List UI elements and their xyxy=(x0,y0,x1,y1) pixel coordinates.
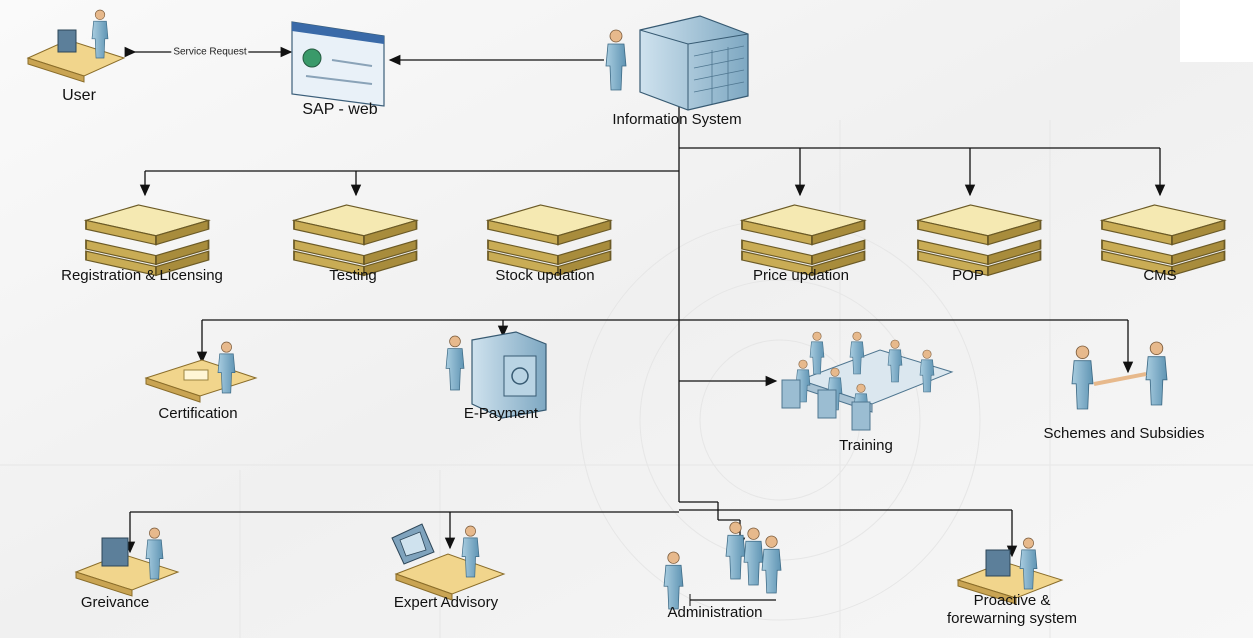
node-information-system: Information System xyxy=(612,111,742,128)
node-price-updation: Price updation xyxy=(753,267,849,284)
node-proactive-line2: forewarning system xyxy=(946,610,1078,627)
node-schemes-subsidies: Schemes and Subsidies xyxy=(1043,425,1205,442)
node-cms: CMS xyxy=(1143,267,1177,284)
node-sap-web: SAP - web xyxy=(302,101,378,118)
node-expert-advisory: Expert Advisory xyxy=(393,594,499,611)
node-user: User xyxy=(62,87,96,104)
node-registration-licensing: Registration & Licensing xyxy=(61,267,223,284)
node-testing: Testing xyxy=(329,267,377,284)
node-certification: Certification xyxy=(158,405,238,422)
node-administration: Administration xyxy=(667,604,763,621)
node-proactive-line1: Proactive & xyxy=(973,592,1051,609)
node-greivance: Greivance xyxy=(80,594,150,611)
service-request-edge-label: Service Request xyxy=(171,46,249,58)
node-e-payment: E-Payment xyxy=(463,405,539,422)
node-training: Training xyxy=(839,437,893,454)
node-stock-updation: Stock updation xyxy=(495,267,595,284)
node-pop: POP xyxy=(952,267,984,284)
